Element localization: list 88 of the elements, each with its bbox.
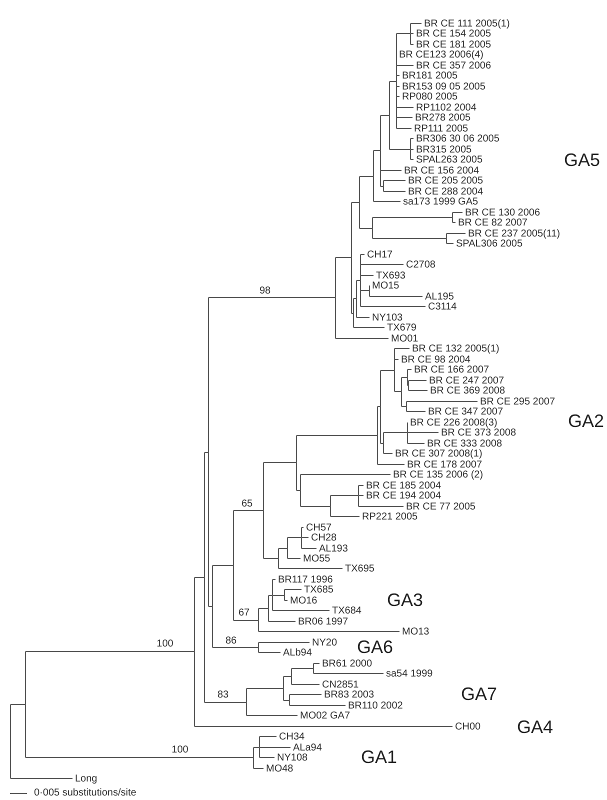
clade-label: GA3 <box>387 590 424 610</box>
taxon-label: CH00 <box>455 721 481 732</box>
taxon-label: MO01 <box>391 333 418 344</box>
taxon-label: TX684 <box>332 605 362 616</box>
taxon-label: SPAL306 2005 <box>456 238 523 249</box>
taxon-label: ALa94 <box>293 742 322 753</box>
bootstrap-value: 98 <box>259 286 271 296</box>
taxon-label: BR CE 288 2004 <box>408 186 484 197</box>
taxon-label: BR61 2000 <box>322 658 372 669</box>
taxon-label: BR CE 226 2008(3) <box>410 417 498 428</box>
taxon-label: BR CE 77 2005 <box>406 501 476 512</box>
taxon-label: AL195 <box>425 291 454 302</box>
taxon-label: BR06 1997 <box>298 616 348 627</box>
taxon-label: BR CE 373 2008 <box>441 427 516 438</box>
scale-bar-label: 0·005 substitutions/site <box>34 788 136 798</box>
taxon-label: BR110 2002 <box>348 700 403 711</box>
taxon-label: RP1102 2004 <box>416 102 476 113</box>
bootstrap-value: 100 <box>172 744 188 756</box>
taxon-label: BR CE 132 2005(1) <box>412 343 500 354</box>
taxon-label: BR CE 135 2006 (2) <box>393 469 484 480</box>
taxon-label: AL193 <box>319 543 348 554</box>
taxon-label: BR CE 333 2008 <box>427 438 502 449</box>
taxon-label: C3114 <box>428 301 457 312</box>
taxon-label: NY20 <box>312 637 338 648</box>
taxon-label: BR83 2003 <box>324 689 374 700</box>
clade-label: GA1 <box>361 747 398 767</box>
taxon-label: BR CE 347 2007 <box>428 406 504 417</box>
taxon-label: sa173 1999 GA5 <box>403 196 478 207</box>
taxon-label: MO13 <box>402 626 430 637</box>
taxon-label: MO15 <box>372 280 400 291</box>
taxon-label: CH28 <box>311 532 337 543</box>
bootstrap-value: 67 <box>238 608 250 618</box>
taxon-label: TX695 <box>345 563 374 574</box>
taxon-label: TX693 <box>376 270 406 281</box>
taxon-label: BR CE 166 2007 <box>414 364 490 375</box>
taxon-label: MO02 GA7 <box>300 710 350 721</box>
taxon-label: BR CE 307 2008(1) <box>395 448 482 459</box>
taxon-label: BR CE 205 2005 <box>408 175 484 186</box>
taxon-label: RP111 2005 <box>414 123 468 134</box>
clade-label: GA7 <box>461 684 498 704</box>
taxon-label: BR CE 194 2004 <box>366 490 442 501</box>
taxon-label: MO48 <box>266 763 294 774</box>
taxon-label: CN2851 <box>322 679 359 690</box>
taxon-label: RP221 2005 <box>362 511 418 522</box>
clade-label: GA5 <box>564 150 600 170</box>
taxon-label: BR117 1996 <box>278 574 333 585</box>
bootstrap-value: 86 <box>225 636 237 646</box>
taxon-label: BR CE 130 2006 <box>465 207 540 218</box>
taxon-label: MO16 <box>290 595 318 606</box>
bootstrap-value: 65 <box>241 498 253 510</box>
taxon-label: BR CE 181 2005 <box>416 39 492 50</box>
clade-label: GA2 <box>568 411 604 431</box>
taxon-label: MO55 <box>303 553 330 564</box>
taxon-label: BR181 2005 <box>402 70 458 81</box>
bootstrap-value: 100 <box>156 638 174 650</box>
taxon-label: BR CE 98 2004 <box>401 354 470 365</box>
taxon-label: C2708 <box>406 259 436 270</box>
taxon-label: BR CE 357 2006 <box>416 60 492 71</box>
taxon-label: NY108 <box>277 752 308 763</box>
taxon-label: BR306 30 06 2005 <box>416 133 500 144</box>
taxon-label: BR CE 295 2007 <box>480 396 556 407</box>
taxon-label: BR CE 237 2005(11) <box>468 228 560 239</box>
taxon-label: NY103 <box>372 312 403 323</box>
taxon-label: BR CE 154 2005 <box>416 28 492 39</box>
taxon-label: BR315 2005 <box>416 144 472 155</box>
taxon-label: ALb94 <box>283 647 312 658</box>
taxon-label: BR CE 185 2004 <box>366 480 442 491</box>
clade-label: GA4 <box>517 717 554 737</box>
taxon-label: RP080 2005 <box>402 91 458 102</box>
clade-label: GA6 <box>357 637 394 657</box>
taxon-label: Long <box>75 773 98 784</box>
taxon-label: BR153 09 05 2005 <box>402 81 486 92</box>
taxon-label: BR CE 247 2007 <box>429 375 504 386</box>
taxon-label: TX679 <box>387 322 416 333</box>
taxon-label: BR CE123 2006(4) <box>399 49 484 60</box>
taxon-label: BR CE 178 2007 <box>407 459 482 470</box>
taxon-label: CH34 <box>279 731 305 742</box>
taxon-label: CH57 <box>306 522 332 533</box>
taxon-label: BR CE 82 2007 <box>458 217 528 228</box>
taxon-label: SPAL263 2005 <box>416 154 483 165</box>
taxon-label: BR278 2005 <box>415 112 471 123</box>
taxon-label: BR CE 369 2008 <box>430 385 506 396</box>
bootstrap-value: 83 <box>217 690 229 700</box>
taxon-label: TX685 <box>304 584 334 595</box>
taxon-label: sa54 1999 <box>386 668 433 679</box>
taxon-label: CH17 <box>367 249 393 260</box>
taxon-label: BR CE 156 2004 <box>404 165 480 176</box>
taxon-label: BR CE 111 2005(1) <box>424 18 510 29</box>
